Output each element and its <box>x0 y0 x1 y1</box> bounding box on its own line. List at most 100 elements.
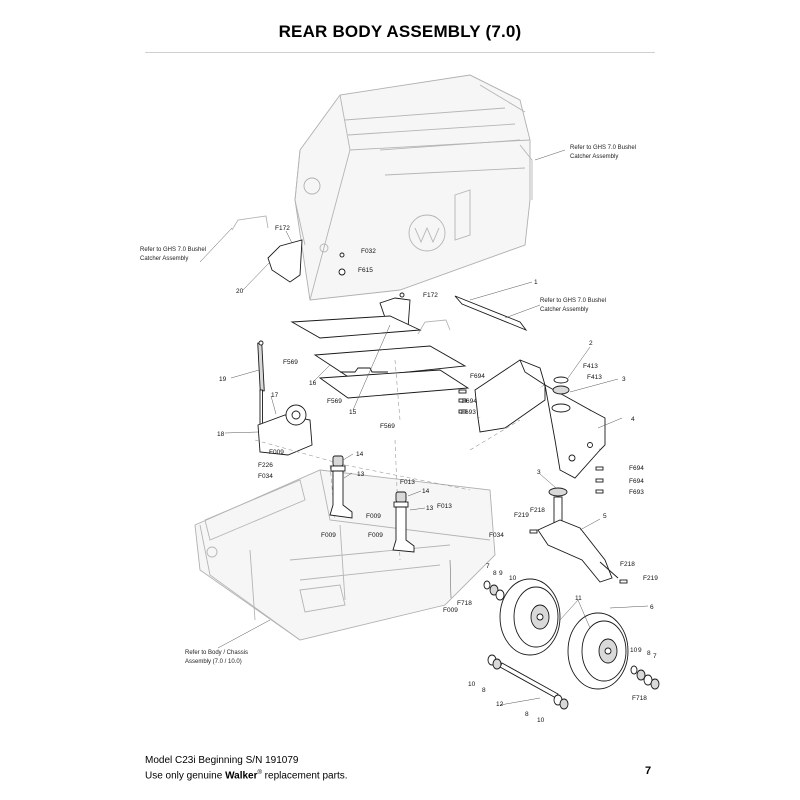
callout-15: 15 <box>349 409 357 416</box>
part-20-bracket <box>267 239 303 283</box>
callout-f009: F009 <box>321 532 336 539</box>
title-divider <box>145 52 655 53</box>
brand-name: Walker <box>225 770 258 782</box>
callout-6: 6 <box>650 604 654 611</box>
callout-18: 18 <box>217 431 225 438</box>
callout-leader-lines <box>199 149 649 706</box>
catcher-hopper-outline <box>294 74 533 301</box>
part-1-strip <box>454 295 528 332</box>
ref-body-chassis-line2: Assembly (7.0 / 10.0) <box>185 659 242 665</box>
callout-f009: F009 <box>269 449 284 456</box>
replacement-prefix: Use only genuine <box>145 770 226 782</box>
callout-f694: F694 <box>462 398 477 405</box>
part-5-caster-fork <box>537 487 619 583</box>
callout-13: 13 <box>426 505 434 512</box>
ref-ghs-mid-right-line1: Refer to GHS 7.0 Bushel <box>540 298 606 304</box>
callout-f694: F694 <box>629 465 644 472</box>
callout-f009: F009 <box>443 607 458 614</box>
part-17-hinge-plate <box>257 404 313 456</box>
bolts-f694-f693-right <box>595 466 604 494</box>
bolt-f219-right <box>619 579 628 584</box>
callout-f694: F694 <box>470 373 485 380</box>
callout-9: 9 <box>638 647 642 654</box>
hopper-handle-left <box>231 215 269 231</box>
part-11-wheel-rear <box>567 612 629 690</box>
callout-f218: F218 <box>620 561 635 568</box>
page-title: REAR BODY ASSEMBLY (7.0) <box>278 22 522 41</box>
callout-4: 4 <box>631 416 635 423</box>
callout-10: 10 <box>630 647 638 654</box>
callout-f034: F034 <box>258 473 273 480</box>
part-12-axle-shaft <box>499 662 559 699</box>
wheel-bearing-stack-lower-left <box>487 654 502 670</box>
callout-f413: F413 <box>583 363 598 370</box>
wheel-bearing-stack-upper <box>483 580 505 601</box>
callout-f693: F693 <box>461 409 476 416</box>
wheel-bearing-stack-far-right <box>630 665 660 690</box>
part-4-axle-frame <box>474 359 606 479</box>
callout-19: 19 <box>219 376 227 383</box>
callout-14: 14 <box>356 451 364 458</box>
part-16-plate <box>318 369 470 399</box>
callout-f693: F693 <box>629 489 644 496</box>
callout-f032: F032 <box>361 248 376 255</box>
callout-f172: F172 <box>275 225 290 232</box>
replacement-suffix: replacement parts. <box>261 770 348 782</box>
part-14-bumper-left <box>330 455 346 472</box>
callout-17: 17 <box>271 392 279 399</box>
part-13-bracket-left <box>329 470 353 519</box>
callout-f218: F218 <box>530 507 545 514</box>
callout-f718: F718 <box>632 695 647 702</box>
model-line: Model C23i Beginning S/N 191079 <box>145 755 299 766</box>
callout-f413: F413 <box>587 374 602 381</box>
callout-10: 10 <box>537 717 545 724</box>
callout-f718: F718 <box>457 600 472 607</box>
callout-14: 14 <box>422 488 430 495</box>
callout-20: 20 <box>236 288 244 295</box>
callout-f013: F013 <box>400 479 415 486</box>
ref-ghs-left-line1: Refer to GHS 7.0 Bushel <box>140 247 206 253</box>
callout-10: 10 <box>468 681 476 688</box>
callout-11: 11 <box>575 595 582 602</box>
callout-8: 8 <box>647 650 651 657</box>
fastener-f615 <box>338 268 346 276</box>
registered-mark: ® <box>257 770 262 776</box>
callout-16: 16 <box>309 380 317 387</box>
callout-1: 1 <box>534 279 538 286</box>
callout-f013: F013 <box>437 503 452 510</box>
part-11-wheel-front <box>499 578 561 656</box>
ref-ghs-left-line2: Catcher Assembly <box>140 256 188 262</box>
callout-f569: F569 <box>327 398 342 405</box>
callout-f694: F694 <box>629 478 644 485</box>
bolts-f694-f693-left <box>458 389 467 414</box>
callout-13: 13 <box>357 471 365 478</box>
callout-f034: F034 <box>489 532 504 539</box>
bolt-f219-left <box>529 529 538 534</box>
fastener-f032 <box>339 252 345 258</box>
callout-labels: 1 2 3 3 4 5 6 7 7 8 8 8 8 9 9 10 10 10 1… <box>217 225 658 724</box>
callout-7: 7 <box>486 563 490 570</box>
callout-f009: F009 <box>366 513 381 520</box>
chassis-frame-outline <box>194 469 496 641</box>
part-2-cap <box>553 376 569 384</box>
callout-3: 3 <box>537 469 541 476</box>
fastener-f172 <box>399 292 405 298</box>
ref-ghs-mid-right-line2: Catcher Assembly <box>540 307 588 313</box>
ref-body-chassis-line1: Refer to Body / Chassis <box>185 650 248 656</box>
callout-2: 2 <box>589 340 593 347</box>
callout-f172: F172 <box>423 292 438 299</box>
callout-9: 9 <box>499 570 503 577</box>
callout-f569: F569 <box>380 423 395 430</box>
page-number: 7 <box>645 765 652 777</box>
callout-f219: F219 <box>643 575 658 582</box>
callout-5: 5 <box>603 513 607 520</box>
callout-f009: F009 <box>368 532 383 539</box>
part-13-bracket-right <box>392 506 415 553</box>
callout-10: 10 <box>509 575 517 582</box>
replacement-parts-note: Use only genuine Walker® replacement par… <box>145 767 348 782</box>
callout-f569: F569 <box>283 359 298 366</box>
callout-12: 12 <box>496 701 504 708</box>
part-16-panel-upper <box>290 315 422 339</box>
part-16-panel-lower <box>313 345 467 379</box>
